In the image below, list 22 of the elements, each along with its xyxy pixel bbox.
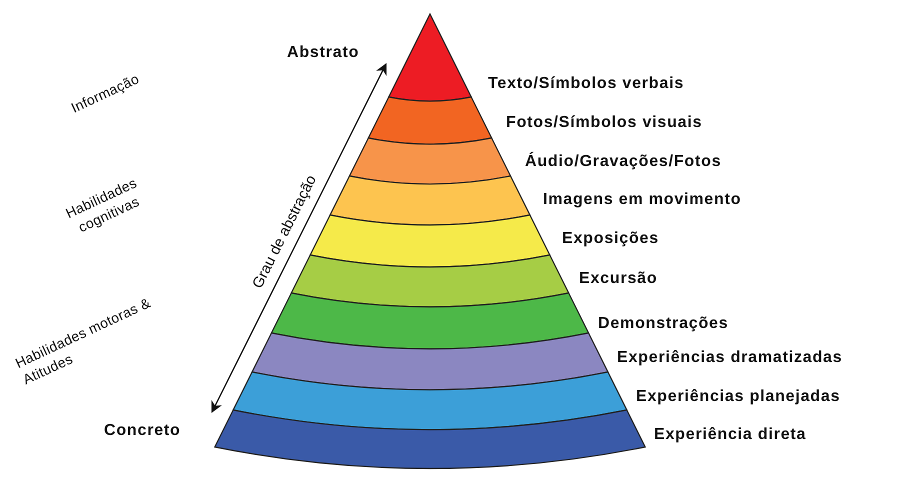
cone-band — [368, 96, 492, 145]
cone-band — [270, 292, 590, 350]
band-label: Experiência direta — [654, 426, 806, 444]
band-label: Excursão — [579, 270, 658, 288]
band-label: Áudio/Gravações/Fotos — [525, 153, 722, 171]
cone-band — [388, 13, 472, 102]
band-label: Demonstrações — [598, 315, 728, 333]
cone-band — [348, 137, 512, 185]
cone-band — [330, 175, 530, 226]
band-label: Experiências planejadas — [636, 388, 840, 406]
band-label: Exposições — [562, 230, 659, 248]
double-arrow — [211, 62, 387, 414]
band-label: Fotos/Símbolos visuais — [506, 114, 702, 132]
band-label: Experiências dramatizadas — [617, 349, 842, 367]
cone-band — [251, 332, 609, 390]
cone-band — [214, 409, 646, 470]
cone-band — [290, 254, 570, 308]
band-label: Texto/Símbolos verbais — [488, 75, 684, 93]
scale-end-label: Concreto — [104, 422, 200, 440]
band-label: Imagens em movimento — [543, 191, 742, 209]
scale-end-label: Abstrato — [287, 44, 382, 62]
cone-band — [232, 371, 628, 430]
